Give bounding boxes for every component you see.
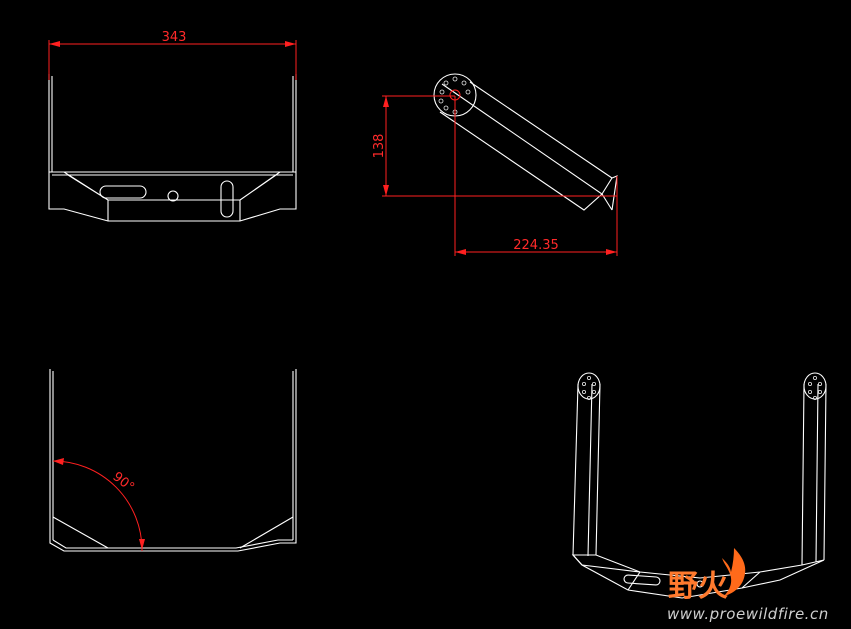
dimension-side-height: 138 xyxy=(372,95,617,197)
flat-view: 90° xyxy=(49,369,297,552)
dimension-side-length-label: 224.35 xyxy=(513,238,559,253)
watermark: 野火 www.proewildfire.cn xyxy=(667,548,829,623)
watermark-url: www.proewildfire.cn xyxy=(667,605,829,623)
dimension-side-length: 224.35 xyxy=(454,96,618,256)
front-hole xyxy=(167,190,179,202)
front-view: 343 xyxy=(48,30,297,222)
flat-view-outline xyxy=(49,369,297,552)
dimension-front-width-label: 343 xyxy=(162,30,187,45)
iso-right-arm-holes xyxy=(808,375,823,400)
iso-left-arm xyxy=(572,383,601,566)
isometric-view xyxy=(571,372,827,599)
front-vertical-slot xyxy=(220,180,234,218)
watermark-brand: 野火 xyxy=(668,569,728,604)
dimension-front-width: 343 xyxy=(48,30,297,80)
side-view: 138 224.35 xyxy=(372,73,618,256)
dimension-bend-angle-label: 90° xyxy=(110,469,137,495)
dimension-side-height-label: 138 xyxy=(372,134,387,159)
flame-logo-icon xyxy=(722,548,746,596)
dimension-bend-angle: 90° xyxy=(52,458,145,551)
iso-left-arm-holes xyxy=(582,375,597,400)
side-arm-outline xyxy=(439,81,613,211)
front-view-outline xyxy=(48,74,297,222)
front-slot xyxy=(99,185,147,199)
iso-right-arm xyxy=(801,383,827,566)
